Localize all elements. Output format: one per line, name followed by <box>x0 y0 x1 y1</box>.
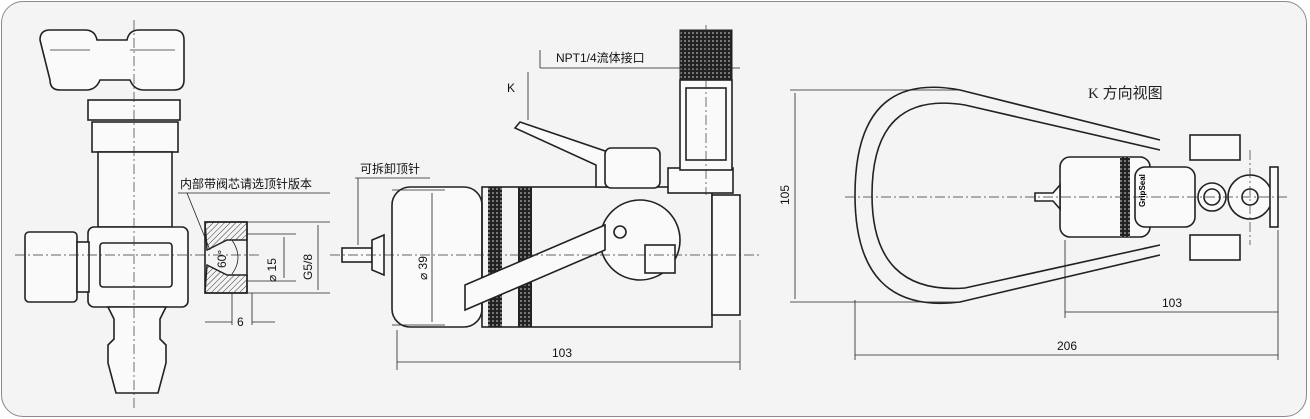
dim-6-label: 6 <box>237 315 244 329</box>
length-inner-label: 103 <box>1162 296 1182 310</box>
removable-pin-label: 可拆卸顶针 <box>360 161 420 176</box>
length-total-label: 206 <box>1057 339 1077 353</box>
handwheel <box>39 29 185 91</box>
valve-core-note: 内部带阀芯请选顶针版本 <box>180 176 312 191</box>
side-nut <box>24 231 78 303</box>
cylinder-valve-view <box>15 20 330 410</box>
brand-logo: GripSeal <box>1138 174 1147 207</box>
diameter-39-label: ⌀ 39 <box>416 256 430 280</box>
diameter-15-label: ⌀ 15 <box>265 258 279 282</box>
k-arrow-label: K <box>507 81 515 95</box>
lever-arm <box>464 223 606 312</box>
k-view-title: K 方向视图 <box>1088 85 1163 102</box>
npt-thread <box>679 29 733 81</box>
length-side-label: 103 <box>552 346 572 360</box>
thread-label: G5/8 <box>301 254 315 280</box>
connector-side-view <box>330 25 760 370</box>
k-direction-view: GripSeal <box>790 86 1290 360</box>
npt-port-label: NPT1/4流体接口 <box>556 50 645 65</box>
height-label: 105 <box>778 185 792 205</box>
angle-label: 60° <box>215 250 229 268</box>
lever <box>513 121 609 188</box>
inlet-stem <box>106 306 168 394</box>
